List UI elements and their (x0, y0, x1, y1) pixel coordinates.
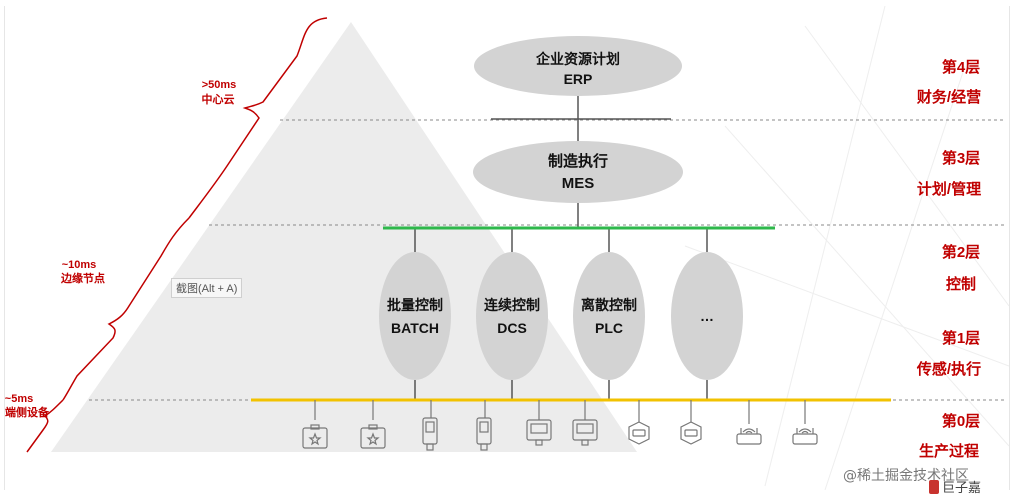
latency-edge-label: 边缘节点 (60, 271, 105, 285)
brace-cloud (188, 17, 328, 219)
layer-3-name: 第3层 (942, 149, 980, 167)
meter-device-icon (476, 417, 492, 451)
diagram-canvas: 企业资源计划 ERP 制造执行 MES 批量控制 BATCH 连续控制 DCS … (4, 6, 1010, 496)
layer-1-desc: 传感/执行 (916, 360, 981, 378)
latency-edge: ~10ms 边缘节点 (60, 259, 105, 285)
wifi-router-icon (736, 428, 762, 445)
brace-edge (62, 217, 190, 401)
layer-4-name: 第4层 (942, 58, 980, 76)
router-device-icon (680, 421, 702, 445)
controller-dcs: 连续控制 DCS (476, 252, 548, 380)
badge-device-icon (302, 424, 328, 449)
controller-batch-subtitle: BATCH (391, 320, 439, 336)
latency-cloud-time: >50ms (202, 79, 237, 91)
monitor-device-icon (526, 419, 552, 446)
brand-name: 巨子嘉 (942, 481, 982, 496)
layer-0-name: 第0层 (942, 412, 980, 430)
controller-plc-title: 离散控制 (581, 297, 637, 313)
erp-subtitle: ERP (564, 71, 593, 87)
router-device-icon (628, 421, 650, 445)
brand-logo: 巨子嘉 (929, 477, 981, 496)
layer-2-desc: 控制 (946, 275, 976, 293)
architecture-diagram: 企业资源计划 ERP 制造执行 MES 批量控制 BATCH 连续控制 DCS … (5, 6, 1009, 490)
monitor-device-icon (572, 419, 598, 446)
layer-4-desc: 财务/经营 (917, 88, 981, 106)
layer-0-desc: 生产过程 (919, 442, 979, 460)
controller-plc-subtitle: PLC (595, 320, 623, 336)
layer-0-label: 第0层 生产过程 (919, 412, 980, 460)
controller-dcs-subtitle: DCS (497, 320, 527, 336)
badge-device-icon (360, 424, 386, 449)
latency-cloud-label: 中心云 (202, 92, 235, 106)
wifi-router-icon (792, 428, 818, 445)
latency-cloud: >50ms 中心云 (202, 79, 237, 106)
background-lines (684, 6, 1009, 490)
latency-braces (26, 17, 328, 453)
controller-more: … (671, 252, 743, 380)
controller-more-subtitle: … (700, 308, 714, 324)
erp-node: 企业资源计划 ERP (474, 36, 682, 96)
mes-title: 制造执行 (548, 152, 608, 170)
screenshot-tooltip: 截图(Alt + A) (171, 278, 243, 298)
layer-3-label: 第3层 计划/管理 (917, 149, 981, 198)
brace-device (26, 399, 64, 453)
mes-node: 制造执行 MES (473, 141, 683, 203)
latency-device: ~5ms 端侧设备 (5, 393, 50, 419)
layer-2-name: 第2层 (942, 243, 980, 261)
erp-title: 企业资源计划 (535, 51, 620, 67)
controller-dcs-title: 连续控制 (484, 297, 540, 313)
brand-logo-icon (929, 479, 939, 494)
connectors (414, 96, 708, 400)
latency-edge-time: ~10ms (62, 259, 97, 271)
controller-batch-title: 批量控制 (387, 297, 443, 313)
controller-batch: 批量控制 BATCH (379, 252, 451, 380)
layer-1-label: 第1层 传感/执行 (916, 329, 981, 378)
layer-2-label: 第2层 控制 (942, 243, 980, 293)
layer-3-desc: 计划/管理 (917, 180, 981, 198)
mes-subtitle: MES (562, 175, 595, 192)
controller-plc: 离散控制 PLC (573, 252, 645, 380)
latency-device-time: ~5ms (5, 393, 33, 405)
field-devices (302, 400, 818, 451)
meter-device-icon (422, 417, 438, 451)
layer-1-name: 第1层 (942, 329, 980, 347)
latency-device-label: 端侧设备 (5, 405, 50, 419)
layer-4-label: 第4层 财务/经营 (917, 58, 981, 106)
